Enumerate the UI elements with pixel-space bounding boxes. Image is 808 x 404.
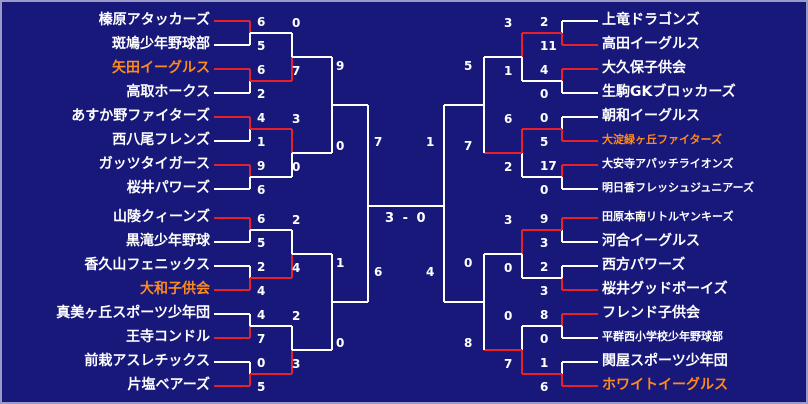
team-name-right: 明日香フレッシュジュニアーズ [602,181,755,194]
team-name-right: 高田イーグルス [602,36,700,52]
score-label: 1 [336,256,345,270]
team-name-right: 河合イーグルス [602,233,700,249]
team-name-right: 朝和イーグルス [602,108,700,124]
score-label: 2 [504,160,513,174]
team-name-left: 榛原アタッカーズ [98,12,210,28]
score-label: 2 [540,15,549,29]
score-label: 6 [540,380,549,394]
score-label: 2 [257,260,266,274]
team-name-right: 大安寺アパッチライオンズ [602,157,734,170]
score-label: 3 [292,357,301,371]
team-name-right: 生駒GKブロッカーズ [602,84,736,100]
score-label: 0 [540,87,549,101]
score-label: 0 [257,356,266,370]
score-label: 3 [504,16,513,30]
team-name-right: 田原本南リトルヤンキーズ [602,210,734,223]
score-label: 4 [257,308,266,322]
score-label: 5 [464,59,473,73]
score-label: 9 [336,59,345,73]
score-label: 8 [464,336,473,350]
score-label: 0 [540,332,549,346]
score-label: 2 [540,260,549,274]
team-name-right: フレンド子供会 [602,305,700,321]
score-label: 0 [336,139,345,153]
team-name-right: 大久保子供会 [602,60,686,76]
score-label: 7 [374,135,383,149]
score-label: 0 [464,256,473,270]
score-label: 2 [257,87,266,101]
score-label: 3 [504,213,513,227]
score-label: 5 [257,236,266,250]
final-score: 3 - 0 [385,211,428,226]
team-name-left: 大和子供会 [140,281,210,297]
team-name-left: 真美ヶ丘スポーツ少年団 [56,305,210,321]
team-name-left: ガッツタイガース [98,156,210,172]
score-label: 0 [292,16,301,30]
team-name-right: 関屋スポーツ少年団 [602,353,728,369]
score-label: 5 [540,135,549,149]
score-label: 6 [257,212,266,226]
team-name-right: ホワイトイーグルス [602,377,728,393]
team-name-right: 大淀緑ヶ丘ファイターズ [602,133,723,146]
score-label: 2 [292,213,301,227]
score-label: 0 [504,261,513,275]
score-label: 0 [540,183,549,197]
team-name-right: 平群西小学校少年野球部 [602,330,723,343]
team-name-left: 桜井パワーズ [126,180,210,196]
score-label: 4 [540,63,549,77]
score-label: 7 [292,64,301,78]
team-name-left: 矢田イーグルス [112,60,210,76]
team-name-right: 上竜ドラゴンズ [602,12,700,28]
score-label: 9 [257,159,266,173]
score-label: 9 [540,212,549,226]
score-label: 11 [540,39,557,53]
score-label: 1 [540,356,549,370]
score-label: 5 [257,39,266,53]
team-name-left: 片塩ベアーズ [127,377,210,393]
team-name-left: 王寺コンドル [126,329,210,345]
score-label: 0 [540,111,549,125]
team-name-right: 桜井グッドボーイズ [602,281,728,297]
score-label: 6 [257,15,266,29]
score-label: 2 [292,309,301,323]
score-label: 6 [257,63,266,77]
score-label: 4 [292,261,301,275]
score-label: 4 [257,284,266,298]
team-name-left: 前栽アスレチックス [84,353,210,369]
team-name-left: 香久山フェニックス [84,257,210,273]
score-label: 7 [257,332,266,346]
score-label: 6 [504,112,513,126]
score-label: 1 [504,64,513,78]
score-label: 0 [504,309,513,323]
score-label: 4 [257,111,266,125]
score-label: 0 [292,160,301,174]
score-label: 6 [257,183,266,197]
score-label: 0 [336,336,345,350]
team-name-left: 西八尾フレンズ [112,132,210,148]
score-label: 3 [292,112,301,126]
score-label: 4 [426,265,435,279]
team-name-right: 西方パワーズ [602,257,686,273]
team-name-left: あすか野ファイターズ [71,108,210,124]
team-name-left: 黒滝少年野球 [126,233,210,249]
score-label: 3 [540,284,549,298]
team-name-left: 山陵クィーンズ [112,209,210,225]
score-label: 17 [540,159,557,173]
score-label: 8 [540,308,549,322]
score-label: 7 [464,139,473,153]
score-label: 7 [504,357,513,371]
score-label: 6 [374,265,383,279]
score-label: 3 [540,236,549,250]
team-name-left: 高取ホークス [126,84,210,100]
score-label: 1 [426,135,435,149]
score-label: 1 [257,135,266,149]
team-name-left: 斑鳩少年野球部 [112,36,210,52]
score-label: 5 [257,380,266,394]
